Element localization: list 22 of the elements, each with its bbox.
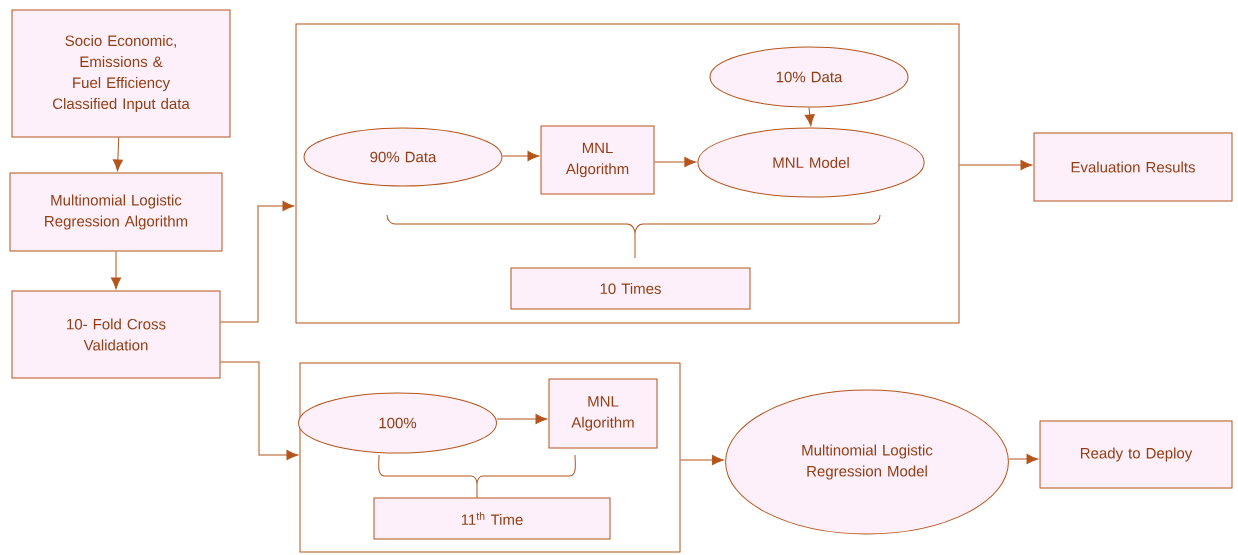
process-box: MNL Algorithm	[548, 378, 658, 449]
arrow	[1008, 453, 1039, 465]
process-box: Multinomial Logistic Regression Algorithm	[9, 172, 223, 252]
arrow	[502, 150, 540, 162]
container-box	[295, 23, 960, 324]
process-box: MNL Algorithm	[540, 125, 655, 195]
result-box: Evaluation Results	[1033, 132, 1233, 202]
result-box: Ready to Deploy	[1039, 420, 1233, 489]
arrow	[654, 156, 697, 168]
arrow	[220, 361, 299, 461]
arrow	[220, 200, 295, 323]
process-box: Socio Economic, Emissions & Fuel Efficiency Classified Input data	[11, 9, 231, 138]
arrow	[959, 159, 1033, 171]
process-box: 10- Fold Cross Validation	[11, 290, 221, 379]
arrow	[804, 107, 815, 127]
count-box: 11$^{th}$ Time	[373, 497, 611, 540]
arrow	[496, 413, 548, 425]
count-box: 10 Times	[510, 267, 751, 310]
arrow	[110, 251, 122, 290]
container-box	[299, 362, 681, 553]
arrow	[112, 137, 123, 172]
arrow	[680, 454, 724, 466]
